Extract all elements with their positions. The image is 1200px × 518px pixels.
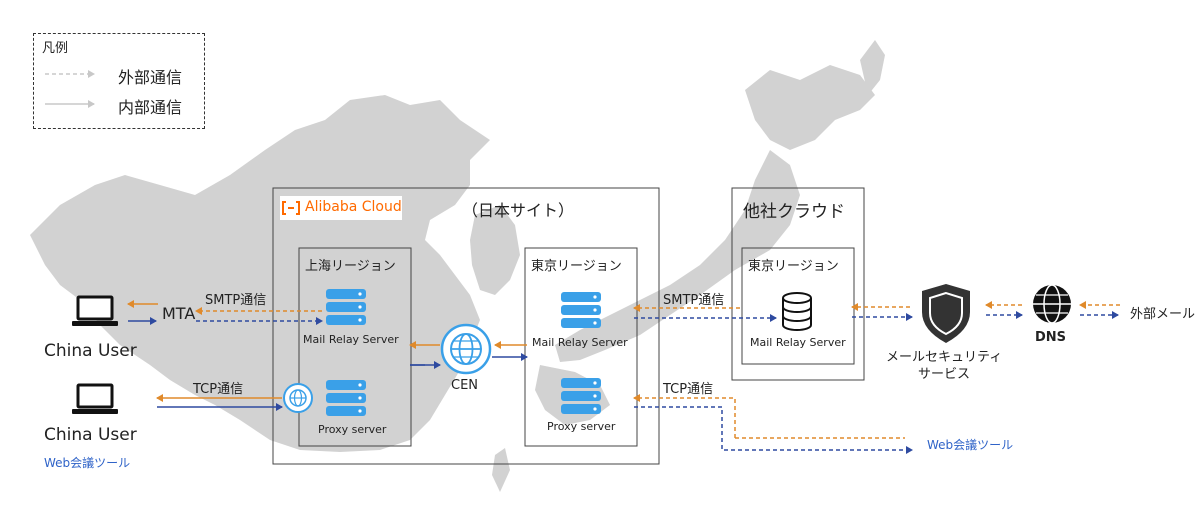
dns-globe-icon: [1033, 284, 1071, 324]
laptop-icon: [70, 383, 120, 416]
legend-external-label: 外部通信: [118, 68, 183, 87]
other-cloud-title: 他社クラウド: [743, 202, 845, 222]
proxy-label: Proxy server: [547, 420, 616, 433]
proxy-server-icon: [561, 378, 601, 414]
legend-internal-label: 内部通信: [118, 98, 183, 117]
arrow-web-to-proxy: [633, 394, 736, 438]
alibaba-cloud-logo: [280, 196, 402, 220]
dns-label: DNS: [1035, 330, 1067, 345]
mail-relay-label: Mail Relay Server: [532, 336, 628, 349]
arrow-proxy-to-web: [634, 406, 913, 454]
proxy-globe-icon: [283, 383, 313, 413]
laptop-icon: [70, 295, 120, 328]
tcp-label: TCP通信: [193, 382, 244, 397]
site-title: （日本サイト）: [462, 201, 575, 220]
smtp-label: SMTP通信: [205, 293, 267, 308]
web-conference-tool-label: Web会議ツール: [44, 456, 131, 470]
external-mail-label: 外部メール: [1130, 307, 1196, 322]
shanghai-region-title: 上海リージョン: [305, 259, 396, 274]
proxy-label: Proxy server: [318, 423, 387, 436]
legend-title: 凡例: [42, 41, 69, 56]
cen-icon: [440, 323, 492, 375]
tokyo-region-title: 東京リージョン: [531, 259, 622, 274]
alibaba-cloud-box: [272, 187, 660, 465]
legend: [33, 33, 205, 129]
tokyo-region-box: [524, 247, 638, 447]
proxy-server-icon: [326, 380, 366, 416]
mail-relay-server-icon: [561, 292, 601, 328]
mail-relay-label: Mail Relay Server: [303, 333, 399, 346]
cen-label: CEN: [451, 378, 479, 393]
smtp-label: SMTP通信: [663, 293, 725, 308]
tcp-label: TCP通信: [663, 382, 714, 397]
map-background: [30, 40, 885, 492]
security-label-line2: サービス: [918, 367, 971, 382]
mta-label: MTA: [162, 304, 196, 323]
web-conference-tool-label: Web会議ツール: [927, 438, 1014, 452]
shield-icon: [922, 284, 970, 343]
alibaba-cloud-logo-text: Alibaba Cloud: [305, 199, 402, 215]
database-icon: [782, 292, 812, 331]
mail-relay-server-icon: [326, 289, 366, 325]
security-label-line1: メールセキュリティ: [886, 350, 1003, 365]
tokyo-other-region-title: 東京リージョン: [748, 259, 839, 274]
china-user-label: China User: [44, 341, 137, 361]
china-user-label: China User: [44, 425, 137, 445]
other-cloud-box: [731, 187, 865, 381]
mail-relay-label: Mail Relay Server: [750, 336, 846, 349]
